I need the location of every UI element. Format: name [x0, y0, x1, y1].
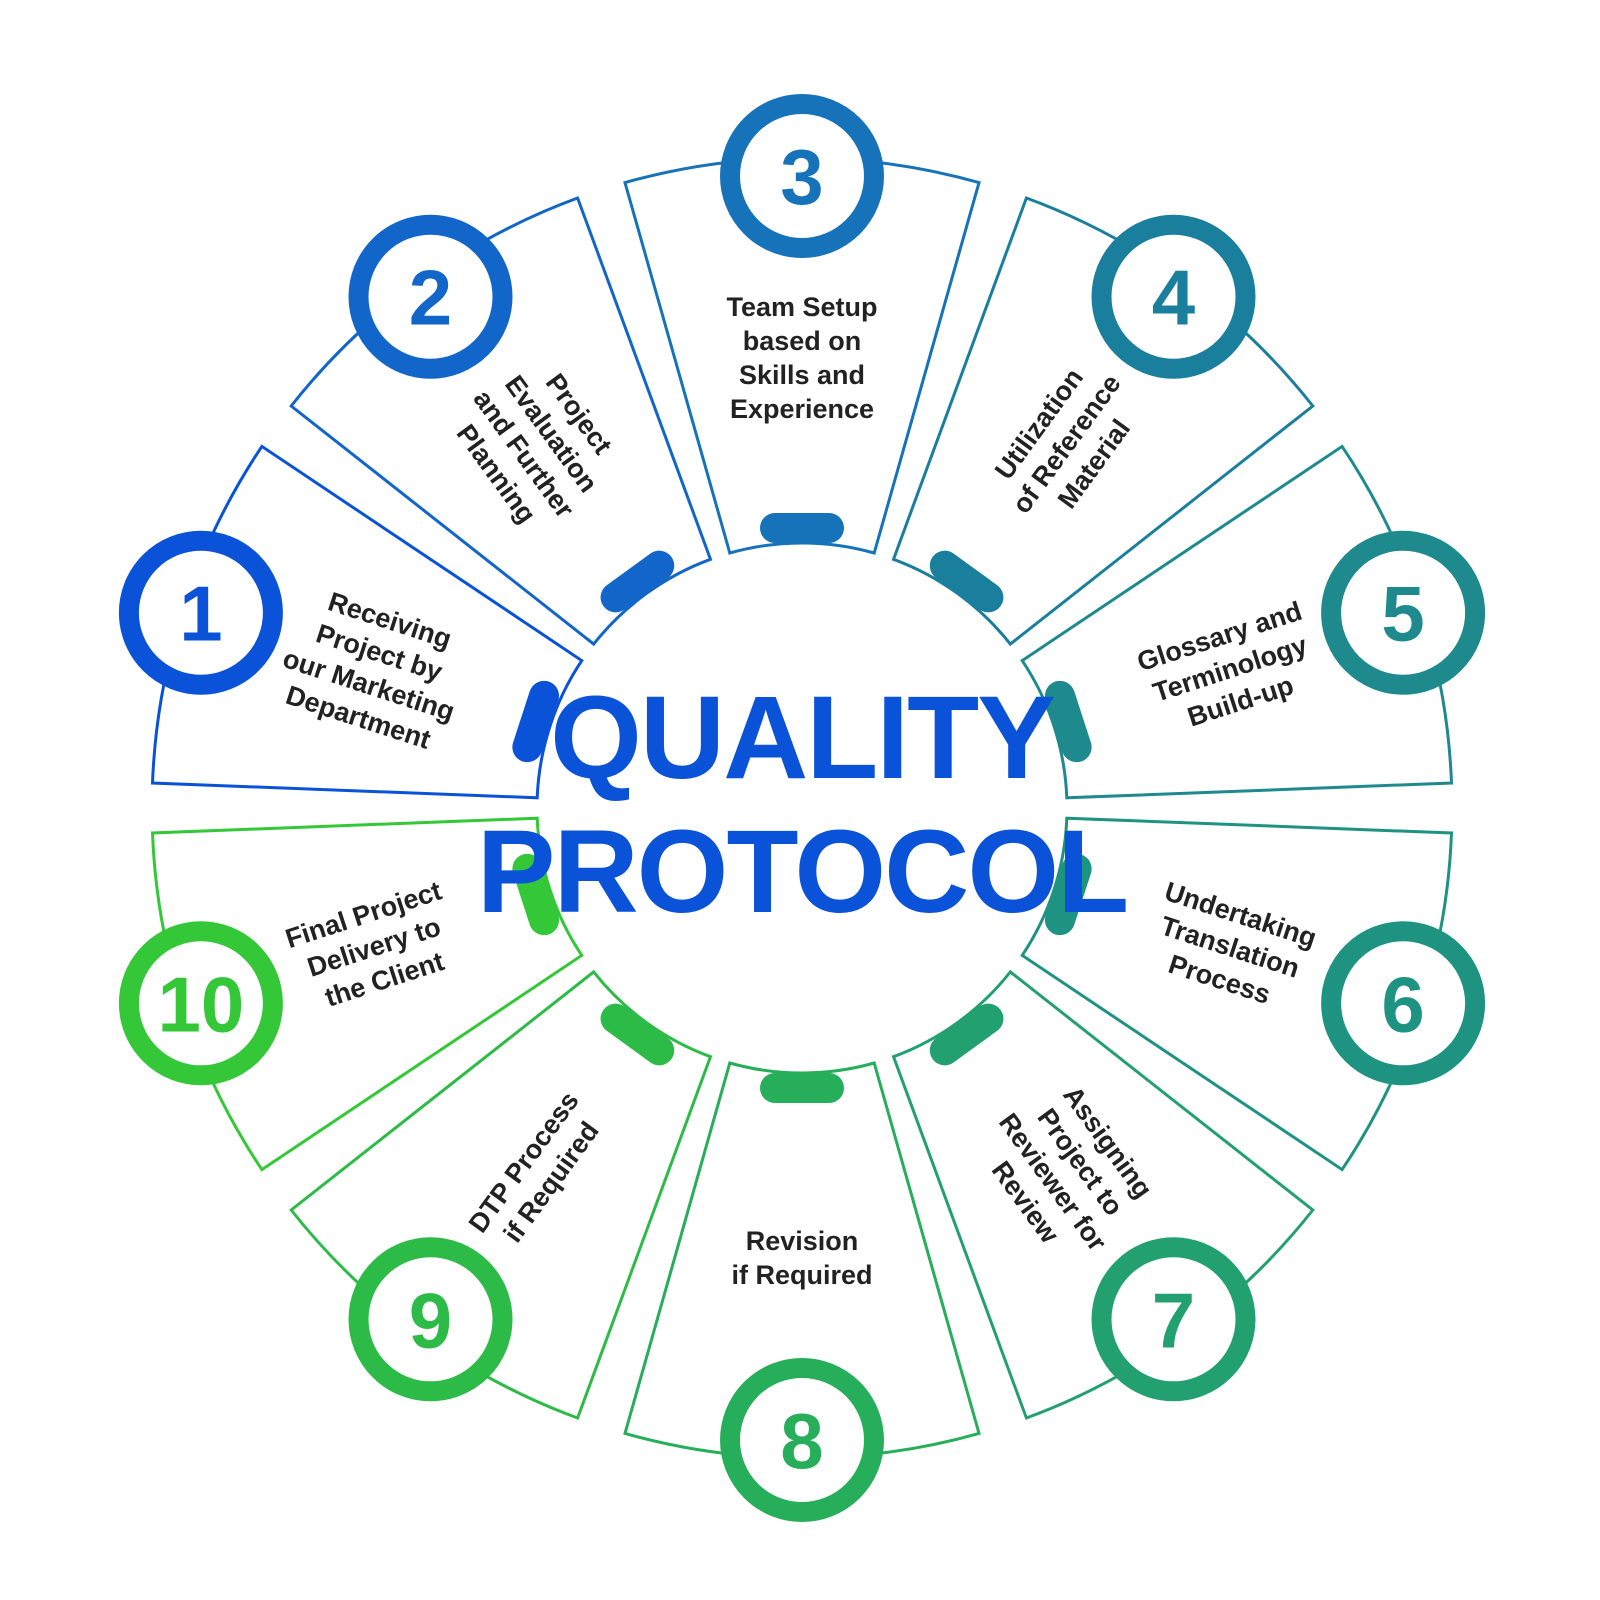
step-number-2: 2 — [409, 254, 452, 342]
step-label-line: if Required — [731, 1260, 872, 1290]
step-label-8: Revision if Required — [731, 1226, 872, 1290]
center-title-line1: QUALITY — [550, 672, 1054, 804]
step-label-line: Skills and — [739, 360, 865, 390]
connector-pills — [512, 513, 1092, 1103]
center-title-line2: PROTOCOL — [477, 806, 1128, 938]
step-badge-6 — [1321, 921, 1486, 1086]
connector-pill-3 — [760, 513, 844, 543]
step-number-1: 1 — [179, 570, 222, 658]
step-number-4: 4 — [1152, 254, 1195, 342]
step-badge-9 — [348, 1237, 513, 1402]
step-label-line: based on — [743, 326, 862, 356]
step-number-9: 9 — [409, 1276, 452, 1364]
step-badge-4 — [1091, 214, 1256, 379]
connector-pill-2 — [600, 550, 675, 613]
connector-pill-7 — [929, 1003, 1004, 1066]
step-badge-2 — [348, 214, 513, 379]
step-number-6: 6 — [1381, 960, 1424, 1048]
step-badge-3 — [720, 94, 884, 258]
connector-pill-9 — [600, 1003, 675, 1066]
connector-pill-1 — [512, 680, 560, 763]
connector-pill-6 — [1044, 853, 1092, 936]
step-number-5: 5 — [1381, 570, 1424, 658]
step-number-10: 10 — [158, 960, 245, 1048]
connector-pill-4 — [929, 550, 1004, 613]
center-title: QUALITY PROTOCOL — [477, 672, 1130, 938]
step-badge-7 — [1091, 1237, 1256, 1402]
step-badge-5 — [1321, 530, 1486, 695]
connector-pill-5 — [1044, 680, 1092, 763]
step-number-7: 7 — [1152, 1276, 1195, 1364]
step-label-line: Revision — [746, 1226, 859, 1256]
step-badges: 1 2 3 4 5 6 7 8 9 10 — [118, 94, 1486, 1522]
step-number-3: 3 — [780, 133, 823, 221]
connector-pill-8 — [760, 1073, 844, 1103]
step-number-8: 8 — [780, 1397, 823, 1485]
step-badge-8 — [720, 1358, 884, 1522]
step-label-line: Experience — [730, 394, 874, 424]
step-badge-10 — [118, 921, 283, 1086]
connector-pill-10 — [512, 853, 560, 936]
step-label-line: Team Setup — [726, 292, 877, 322]
step-badge-1 — [118, 530, 283, 695]
